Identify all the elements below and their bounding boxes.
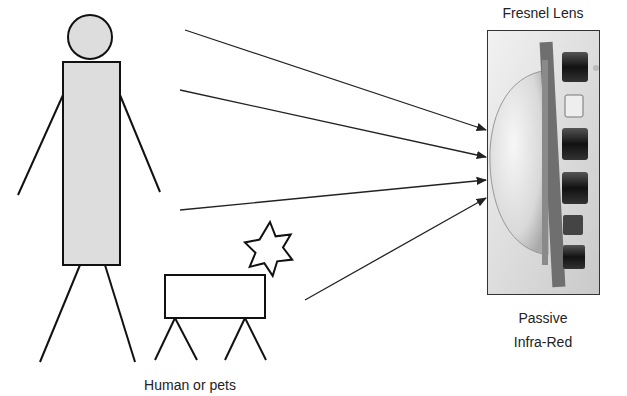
pir-sensor-photo <box>487 30 600 295</box>
part-heading: Fresnel Lens <box>503 4 584 22</box>
pet-figure <box>155 222 292 360</box>
part-caption: Passive Infra-Red <box>503 306 583 354</box>
human-figure <box>18 15 160 362</box>
figure-caption: Human or pets <box>100 376 280 394</box>
photo-frame <box>487 30 600 295</box>
infrared-ray <box>180 30 486 300</box>
sensor-box: Fresnel LensPassive Infra-Red <box>468 4 618 354</box>
